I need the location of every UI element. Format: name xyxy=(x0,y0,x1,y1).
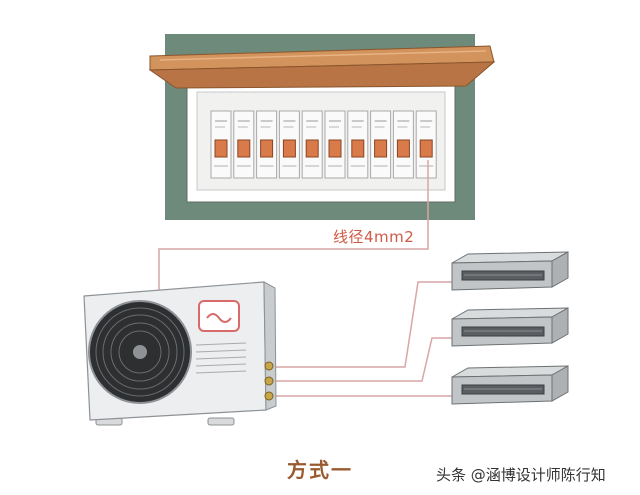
distribution-box xyxy=(148,34,496,220)
wooden-cover xyxy=(148,45,496,89)
breaker xyxy=(324,110,346,179)
breaker xyxy=(415,110,437,179)
indoor-unit xyxy=(451,307,569,347)
pipe-line-top xyxy=(270,281,456,368)
breaker xyxy=(301,110,323,179)
breaker-row xyxy=(210,110,437,179)
breaker xyxy=(233,110,255,179)
breaker xyxy=(392,110,414,179)
fan-grille xyxy=(88,300,192,404)
indoor-unit xyxy=(451,251,569,291)
breaker xyxy=(370,110,392,179)
power-wire xyxy=(158,160,429,290)
indoor-units xyxy=(451,251,569,405)
pipe-valves xyxy=(264,361,274,401)
diagram-caption: 方式一 xyxy=(287,458,353,482)
watermark: 头条 @涵博设计师陈行知 xyxy=(436,466,606,484)
wire-size-label: 线径4mm2 xyxy=(333,228,415,246)
breaker xyxy=(256,110,278,179)
breaker xyxy=(278,110,300,179)
indoor-unit xyxy=(451,365,569,405)
breaker xyxy=(210,110,232,179)
pipe-line-middle xyxy=(270,337,456,382)
breaker xyxy=(347,110,369,179)
brand-logo xyxy=(198,300,240,332)
wiring xyxy=(158,160,456,397)
outdoor-unit xyxy=(83,281,277,426)
